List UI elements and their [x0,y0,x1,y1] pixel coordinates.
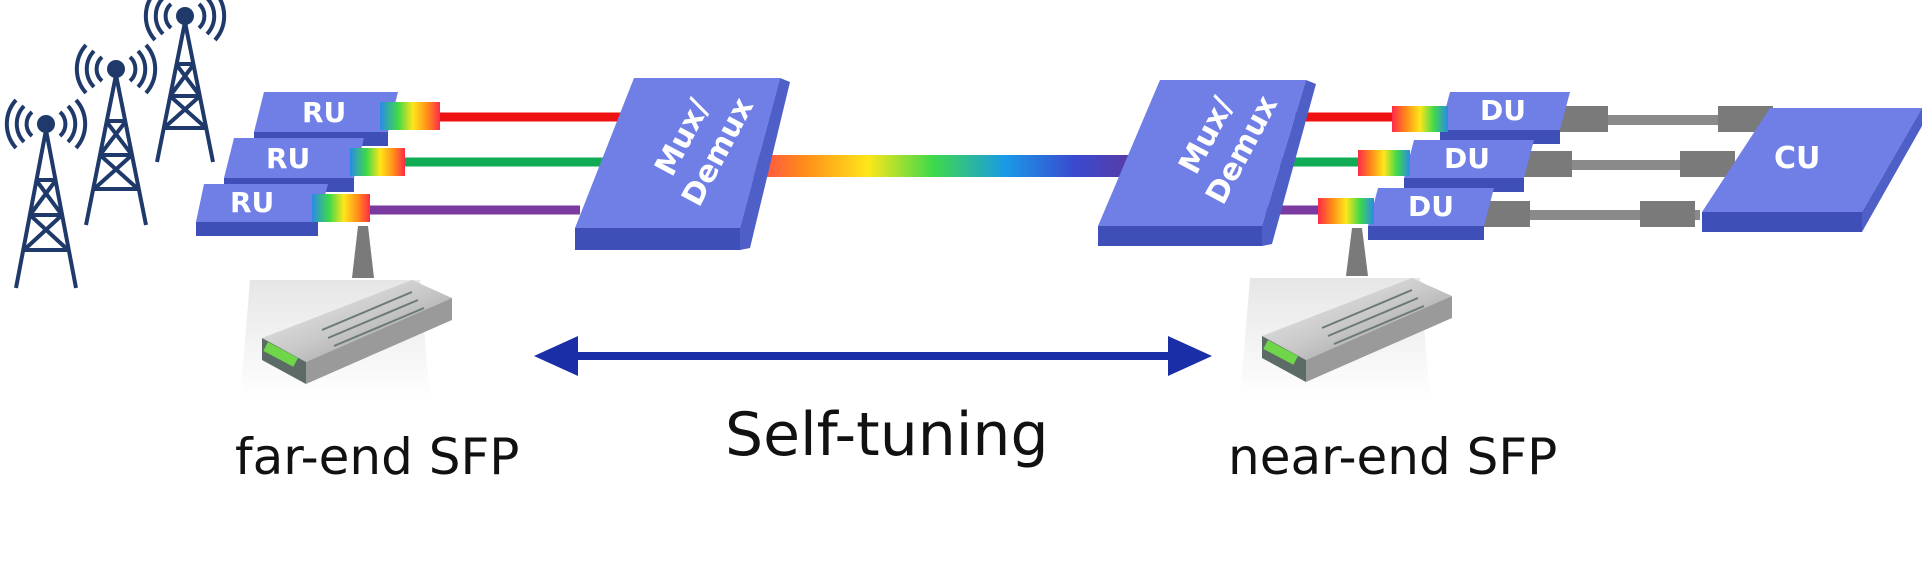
cell-tower-icon [4,98,88,289]
far-end-sfp-caption: far-end SFP [235,428,520,486]
mux-demux-far: Mux/ Demux [575,78,790,250]
cell-tower-icon [74,43,158,226]
du-label: DU [1480,94,1526,127]
ru-box: RU [196,184,370,236]
du-label: DU [1408,190,1454,223]
near-end-sfp-caption: near-end SFP [1228,428,1558,486]
mux-demux-near: Mux/ Demux [1098,80,1316,246]
sfp-transceiver-icon [262,280,452,384]
du-box: DU [1392,92,1570,144]
near-end-sfp-callout [1240,228,1452,400]
wdm-trunk-fiber [730,155,1135,177]
self-tuning-arrow [534,336,1212,376]
far-end-sfp-callout [240,226,452,400]
du-box: DU [1318,188,1494,240]
cu-label: CU [1774,141,1820,176]
far-end-fibers [365,112,650,215]
cu-box: CU [1702,108,1922,232]
sfp-transceiver-icon [1262,278,1452,382]
ru-label: RU [302,96,346,129]
ru-box: RU [254,92,440,146]
self-tuning-caption: Self-tuning [725,400,1049,470]
cell-tower-icon [143,0,227,163]
ru-label: RU [230,186,274,219]
ru-box: RU [224,138,405,192]
du-label: DU [1444,142,1490,175]
du-box: DU [1358,140,1534,192]
ru-label: RU [266,142,310,175]
